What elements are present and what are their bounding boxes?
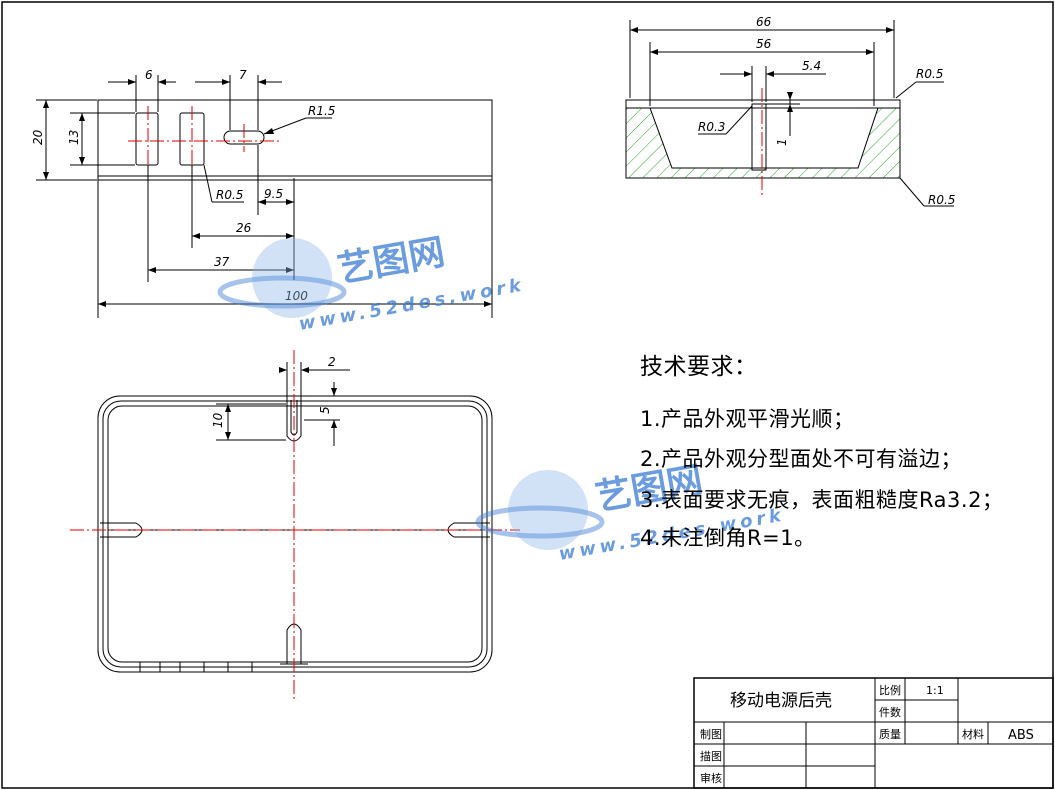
dim-7: 7	[239, 68, 247, 82]
part-name: 移动电源后壳	[730, 691, 832, 711]
section-view	[625, 20, 954, 207]
bottom-view-centerlines	[70, 350, 520, 700]
material-label: 材料	[962, 727, 984, 741]
traced-label: 描图	[700, 749, 722, 763]
dim-5-4: 5.4	[802, 59, 821, 73]
dim-6: 6	[145, 68, 153, 82]
dim-r0-3: R0.3	[698, 120, 725, 134]
dim-37: 37	[214, 255, 230, 269]
checked-label: 审核	[700, 771, 722, 785]
dim-1: 1	[775, 138, 789, 146]
dim-r0-5-top: R0.5	[916, 67, 943, 81]
dim-20: 20	[31, 129, 45, 145]
top-view-arrows	[43, 79, 492, 307]
dim-66: 66	[756, 15, 772, 29]
dim-100: 100	[285, 289, 308, 303]
dim-56: 56	[756, 37, 772, 51]
requirement-item: 2.产品外观分型面处不可有溢边；	[640, 447, 963, 471]
count-label: 件数	[879, 706, 901, 719]
title-block	[693, 677, 1054, 789]
watermark-top: 艺图网 www.52des.work	[217, 232, 526, 335]
requirement-item: 3.表面要求无痕，表面粗糙度Ra3.2；	[640, 488, 1004, 512]
bottom-view	[97, 362, 493, 673]
dim-r1-5: R1.5	[308, 104, 335, 118]
material-value: ABS	[1008, 728, 1034, 743]
dim-26: 26	[236, 221, 252, 235]
dim-2: 2	[328, 355, 336, 369]
scale-value: 1:1	[926, 684, 944, 697]
dim-5: 5	[318, 406, 332, 414]
dim-r0-5-slot: R0.5	[216, 188, 243, 202]
dim-r0-5-bottom: R0.5	[928, 193, 955, 207]
dim-10: 10	[211, 412, 225, 428]
drawn-label: 制图	[700, 728, 722, 741]
dim-13: 13	[67, 130, 81, 145]
weight-label: 质量	[879, 728, 901, 741]
top-view	[36, 75, 493, 318]
requirements-title: 技术要求：	[640, 354, 758, 380]
requirement-item: 1.产品外观平滑光顺；	[640, 407, 855, 431]
requirement-item: 4.未注倒角R=1。	[640, 526, 816, 550]
dim-9-5: 9.5	[264, 187, 283, 201]
scale-label: 比例	[879, 683, 901, 697]
watermark-brand-top: 艺图网	[334, 232, 447, 291]
